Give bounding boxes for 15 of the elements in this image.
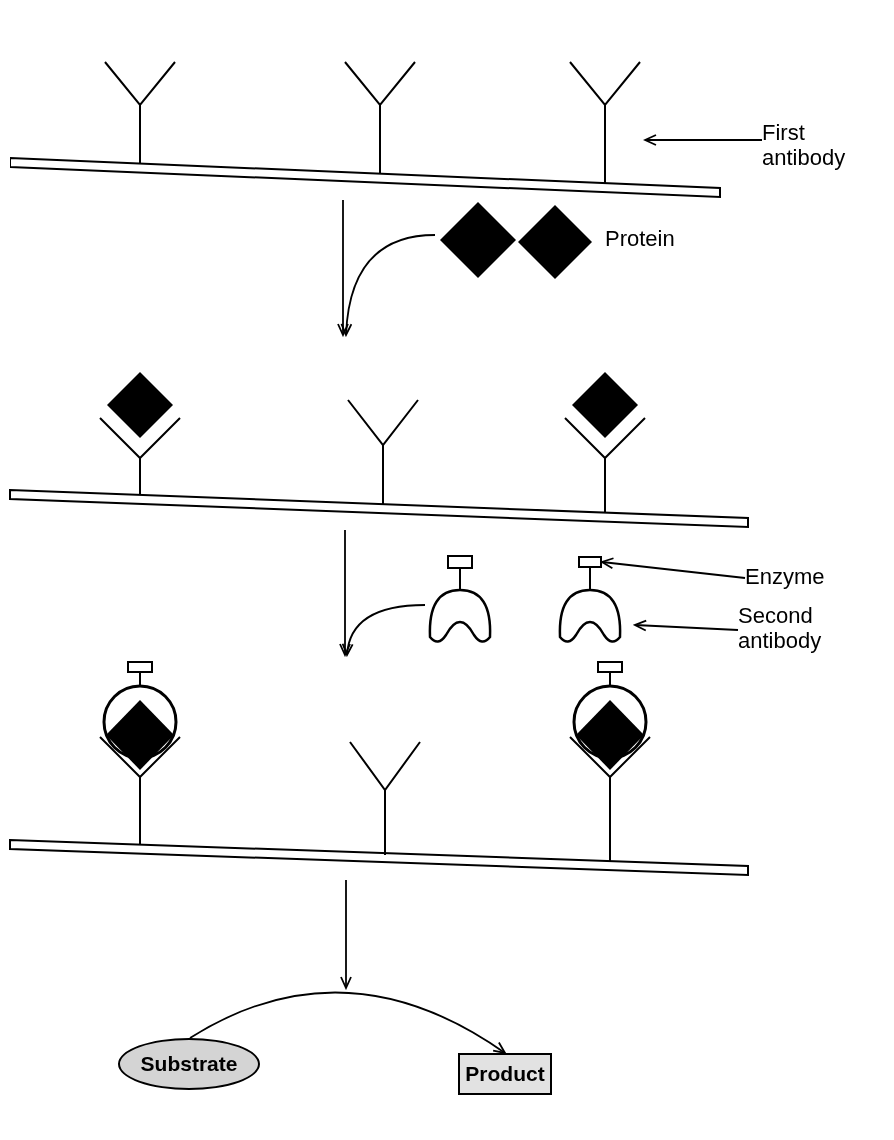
leader-line [634,619,739,632]
leader-line [601,557,746,579]
product-box: Product [458,1053,552,1095]
substrate-ellipse: Substrate [118,1038,260,1090]
curved-arrow [340,234,436,336]
arrow [337,199,349,336]
leader-line [644,134,763,146]
curved-arrow [189,991,506,1054]
curved-arrow [342,604,426,656]
callout-text: Second antibody [738,603,866,659]
arrow [340,879,352,989]
arrow [339,529,351,656]
protein-label: Protein [605,225,675,253]
callout-text: First antibody [762,120,874,176]
callout-text: Enzyme [745,564,855,592]
